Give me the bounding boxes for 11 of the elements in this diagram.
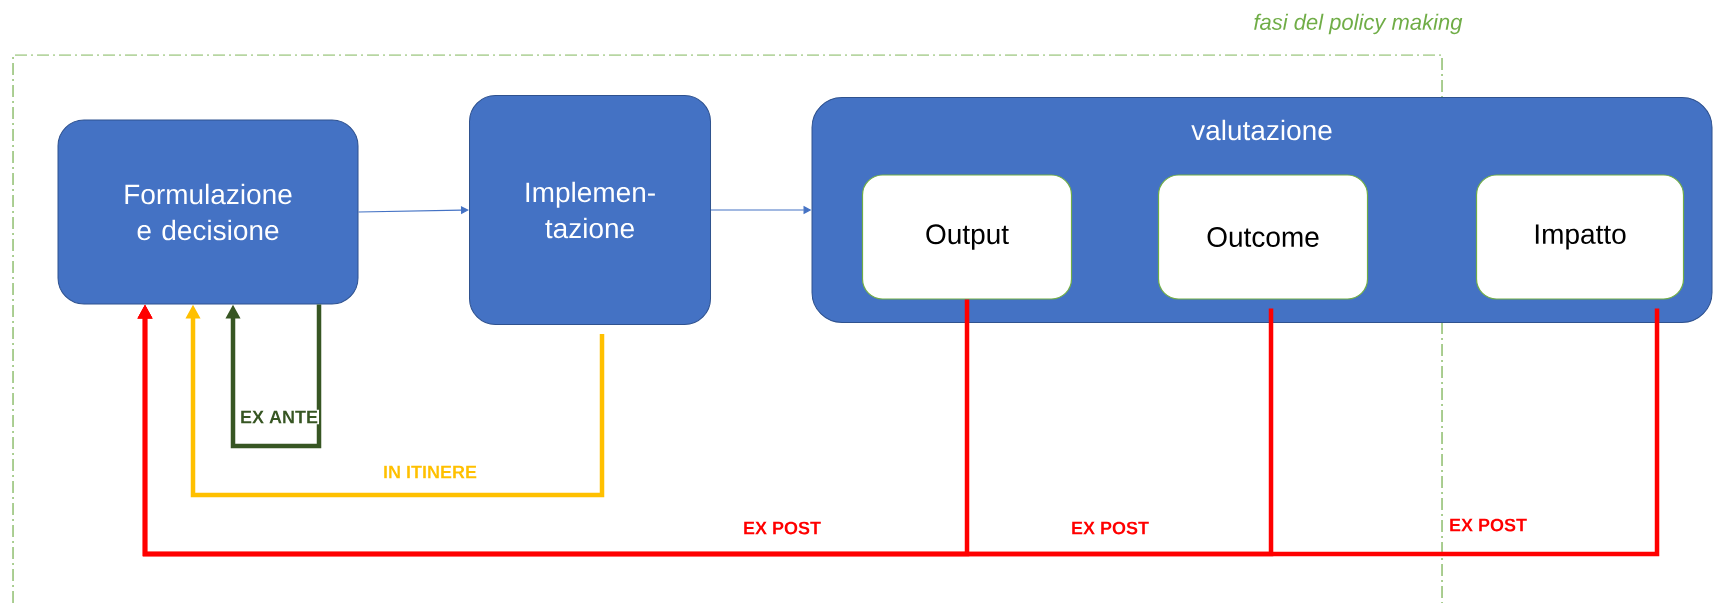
edge-label: EX POST [1448,517,1529,533]
arrow [225,304,322,449]
process-box: Implemen-tazione [469,95,711,325]
edge-label: EX POST [1070,520,1151,536]
process-box: Formulazione e decisione [57,119,359,305]
stage-box: Outcome [1157,174,1369,300]
edge-label: EX POST [742,520,822,536]
edge-label: IN ITINERE [382,464,478,480]
stage-box: Impatto [1475,174,1685,300]
stage-box: Output [861,174,1073,300]
edge-label: EX ANTE [239,409,319,425]
